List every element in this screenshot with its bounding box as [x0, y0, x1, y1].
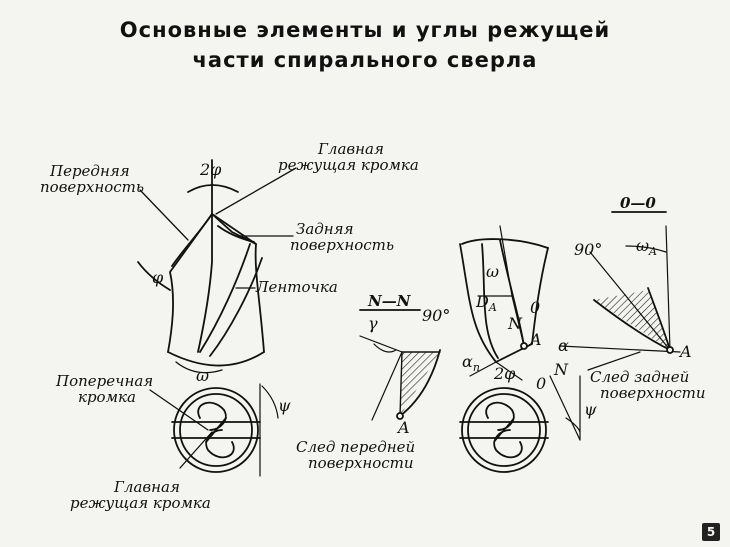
- symbol-omega-left: ω: [196, 366, 210, 385]
- label-main-edge-bottom-1: Главная: [114, 478, 180, 496]
- label-front-surface-2: поверхность: [40, 178, 145, 196]
- middle-drill-end-view: [459, 375, 581, 473]
- label-main-edge-top-1: Главная: [318, 140, 384, 158]
- symbol-a-nn: A: [398, 418, 410, 437]
- label-back-surface-1: Задняя: [296, 220, 354, 238]
- symbol-ninety-nn: 90°: [422, 306, 451, 325]
- title-line-1: Основные элементы и углы режущей: [119, 18, 611, 42]
- symbol-psi-left: ψ: [278, 396, 291, 415]
- label-main-edge-bottom-2: режущая кромка: [70, 494, 211, 512]
- symbol-gamma: γ: [368, 314, 378, 333]
- label-back-trace-1: След задней: [590, 368, 690, 386]
- left-drill-body: [137, 159, 265, 367]
- left-drill-end-view: [171, 383, 279, 477]
- section-oo: [559, 211, 681, 354]
- label-main-edge-top-2: режущая кромка: [278, 156, 419, 174]
- label-front-trace-1: След передней: [296, 438, 416, 456]
- middle-drill-body: [459, 225, 549, 381]
- symbol-n-right: N: [554, 360, 568, 379]
- label-section-oo: 0—0: [620, 194, 656, 212]
- label-front-trace-2: поверхности: [308, 454, 414, 472]
- label-cross-edge-1: Поперечная: [56, 372, 154, 390]
- symbol-zero-top: 0: [530, 298, 541, 317]
- symbol-ninety-oo: 90°: [574, 240, 603, 259]
- page-number-badge: 5: [702, 523, 720, 541]
- label-section-nn: N—N: [368, 292, 411, 310]
- symbol-alpha-n: αn: [462, 352, 480, 375]
- symbol-psi-right: ψ: [584, 400, 597, 419]
- symbol-two-phi-mid: 2φ: [494, 364, 516, 383]
- symbol-a-oo: A: [680, 342, 692, 361]
- label-land: Ленточка: [256, 278, 338, 296]
- label-back-trace-2: поверхности: [600, 384, 706, 402]
- symbol-omega-mid: ω: [486, 262, 500, 281]
- symbol-two-phi-left: 2φ: [200, 160, 222, 179]
- symbol-alpha-oo: α: [558, 336, 569, 355]
- symbol-omega-a: ωA: [636, 236, 657, 259]
- symbol-zero-bottom: 0: [536, 374, 547, 393]
- label-back-surface-2: поверхность: [290, 236, 395, 254]
- label-cross-edge-2: кромка: [78, 388, 136, 406]
- symbol-n-mid: N: [508, 314, 522, 333]
- title-line-2: части спирального сверла: [192, 48, 538, 72]
- symbol-d-a: DA: [476, 292, 497, 315]
- symbol-phi-left: φ: [152, 268, 164, 287]
- label-front-surface-1: Передняя: [50, 162, 130, 180]
- section-nn: [359, 309, 441, 421]
- symbol-a-mid: A: [530, 330, 542, 349]
